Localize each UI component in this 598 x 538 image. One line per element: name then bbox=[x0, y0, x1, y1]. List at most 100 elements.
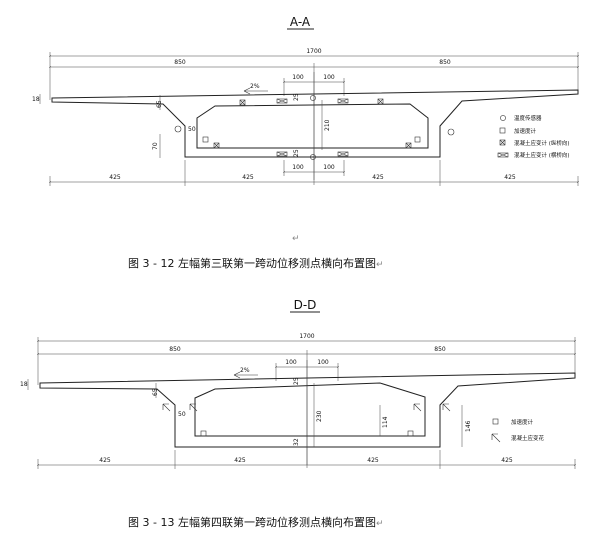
legend-label-accelerometer: 加速度计 bbox=[514, 127, 537, 135]
dim-total-width-2: 1700 bbox=[36, 333, 577, 385]
dim-label-bottom-left-1: 100 bbox=[292, 164, 304, 171]
dim-label-top-small-1: 25 bbox=[293, 93, 300, 101]
slope-label-1: 2% bbox=[250, 83, 260, 90]
paragraph-mark: ↵ bbox=[375, 519, 384, 529]
section-label-d-d: D-D bbox=[294, 298, 317, 312]
longitudinal-strain-gauges-1 bbox=[213, 98, 412, 149]
temperature-sensor-icon bbox=[310, 154, 316, 160]
dim-label-q3-2: 425 bbox=[367, 457, 379, 464]
accelerometer-icon bbox=[414, 136, 421, 143]
dim-label-haunch-1: 50 bbox=[188, 126, 196, 133]
dim-center-height-1: 210 25 25 bbox=[293, 93, 331, 157]
dim-label-q3-1: 425 bbox=[372, 174, 384, 181]
figure-d-d: D-D 1700 850 850 100 100 2% bbox=[20, 298, 577, 469]
dim-label-side-height-2: 146 bbox=[465, 420, 472, 432]
box-girder-outline-1 bbox=[51, 89, 579, 158]
dim-label-bottom-right-1: 100 bbox=[323, 164, 335, 171]
box-girder-inner-cell-1 bbox=[196, 103, 429, 149]
figure-a-a: A-A 1700 850 850 100 100 2% bbox=[32, 15, 580, 186]
dim-label-half-right-2: 850 bbox=[434, 346, 446, 353]
temperature-sensor-icon bbox=[447, 128, 455, 136]
legend-label-accelerometer-2: 加速度计 bbox=[511, 418, 534, 426]
dim-label-top-small-2: 25 bbox=[293, 377, 300, 385]
temperature-sensor-icon bbox=[174, 125, 182, 133]
strain-rosettes-2 bbox=[162, 403, 451, 412]
strain-rosette-icon bbox=[442, 403, 451, 412]
section-label-a-a: A-A bbox=[290, 15, 311, 29]
dim-label-q4-2: 425 bbox=[501, 457, 513, 464]
strain-gauge-longitudinal-icon bbox=[405, 142, 412, 149]
dim-bottom-center-1: 100 100 bbox=[282, 160, 346, 176]
dim-label-top-right-2: 100 bbox=[317, 359, 329, 366]
strain-gauge-transverse-icon bbox=[337, 151, 349, 157]
dim-label-total-2: 1700 bbox=[299, 333, 314, 340]
dim-label-total-1: 1700 bbox=[306, 48, 321, 55]
dim-label-half-left-1: 850 bbox=[174, 59, 186, 66]
dim-label-q2-2: 425 bbox=[234, 457, 246, 464]
accelerometer-icon bbox=[202, 136, 209, 143]
dim-label-q2-1: 425 bbox=[242, 174, 254, 181]
legend-label-strain-trans: 混凝土应变计 (横桥向) bbox=[514, 151, 570, 159]
legend-circle-icon bbox=[500, 115, 506, 121]
caption-text-2: 图 3 - 13 左幅第四联第一跨动位移测点横向布置图 bbox=[128, 516, 376, 529]
legend-bar-x-icon bbox=[497, 152, 509, 158]
paragraph-mark: ↵ bbox=[292, 234, 300, 244]
dim-label-half-left-2: 850 bbox=[169, 346, 181, 353]
slope-label-2: 2% bbox=[240, 367, 250, 374]
legend-label-strain-long: 混凝土应变计 (纵桥向) bbox=[514, 139, 570, 147]
legend-square-x-icon bbox=[499, 139, 506, 146]
accelerometers-2 bbox=[200, 430, 414, 437]
dim-label-web-1: 65 bbox=[156, 100, 163, 108]
strain-gauge-transverse-icon bbox=[337, 98, 349, 104]
dim-label-center-height-2: 230 bbox=[316, 410, 323, 422]
accelerometer-icon bbox=[200, 430, 207, 437]
dim-label-bottom-small-2: 32 bbox=[293, 438, 300, 446]
strain-rosette-icon bbox=[413, 403, 422, 412]
dim-label-web-2: 65 bbox=[152, 388, 159, 396]
dim-bottom-quarters-2: 425 425 425 425 bbox=[36, 450, 577, 469]
box-girder-inner-cell-2 bbox=[194, 382, 426, 437]
strain-rosette-icon bbox=[189, 403, 198, 412]
box-girder-outline-2 bbox=[39, 372, 576, 448]
dim-left-end-2: 18 65 50 bbox=[20, 379, 186, 418]
dim-label-q1-2: 425 bbox=[99, 457, 111, 464]
dim-label-flange-1: 18 bbox=[32, 96, 40, 103]
temperature-sensor-icon bbox=[310, 95, 316, 101]
slope-indicator-1: 2% bbox=[243, 83, 268, 95]
dim-label-bottom-offset-1: 70 bbox=[152, 142, 159, 150]
dim-label-center-height-1: 210 bbox=[324, 119, 331, 131]
dim-label-top-left-1: 100 bbox=[292, 74, 304, 81]
dim-label-top-right-1: 100 bbox=[323, 74, 335, 81]
accelerometer-icon bbox=[407, 430, 414, 437]
legend-square-icon bbox=[499, 127, 506, 134]
legend-arrow-icon bbox=[491, 433, 501, 443]
legend-label-temperature: 温度传感器 bbox=[514, 114, 542, 122]
legend-1: 温度传感器 加速度计 混凝土应变计 (纵桥向) 混凝土应变计 (横桥向) bbox=[497, 114, 570, 159]
dim-label-half-right-1: 850 bbox=[439, 59, 451, 66]
dim-label-q1-1: 425 bbox=[109, 174, 121, 181]
transverse-strain-gauges-1 bbox=[276, 98, 349, 157]
dim-label-bottom-small-1: 25 bbox=[293, 149, 300, 157]
dim-total-width-1: 1700 bbox=[48, 48, 580, 100]
strain-gauge-longitudinal-icon bbox=[213, 142, 220, 149]
figure-caption-1: 图 3 - 12 左幅第三联第一跨动位移测点横向布置图↵ bbox=[128, 255, 384, 271]
strain-gauge-longitudinal-icon bbox=[239, 99, 246, 106]
strain-rosette-icon bbox=[162, 403, 171, 412]
slope-indicator-2: 2% bbox=[233, 367, 258, 379]
dim-label-inner-height-2: 114 bbox=[382, 416, 389, 428]
legend-label-rosette-2: 混凝土应变花 bbox=[511, 434, 545, 442]
dim-label-q4-1: 425 bbox=[504, 174, 516, 181]
dim-label-flange-2: 18 bbox=[20, 381, 28, 388]
dim-left-end-1: 18 65 50 70 bbox=[32, 94, 196, 158]
paragraph-mark: ↵ bbox=[375, 260, 384, 270]
dim-center-height-2: 230 25 32 114 146 bbox=[293, 377, 472, 447]
dim-label-top-left-2: 100 bbox=[285, 359, 297, 366]
dim-label-haunch-2: 50 bbox=[178, 411, 186, 418]
dim-bottom-quarters-1: 425 425 425 425 bbox=[48, 160, 580, 186]
strain-gauge-longitudinal-icon bbox=[377, 98, 384, 105]
strain-gauge-transverse-icon bbox=[276, 98, 288, 104]
strain-gauge-transverse-icon bbox=[276, 151, 288, 157]
legend-square-icon bbox=[492, 418, 499, 425]
accelerometers-1 bbox=[202, 136, 421, 143]
